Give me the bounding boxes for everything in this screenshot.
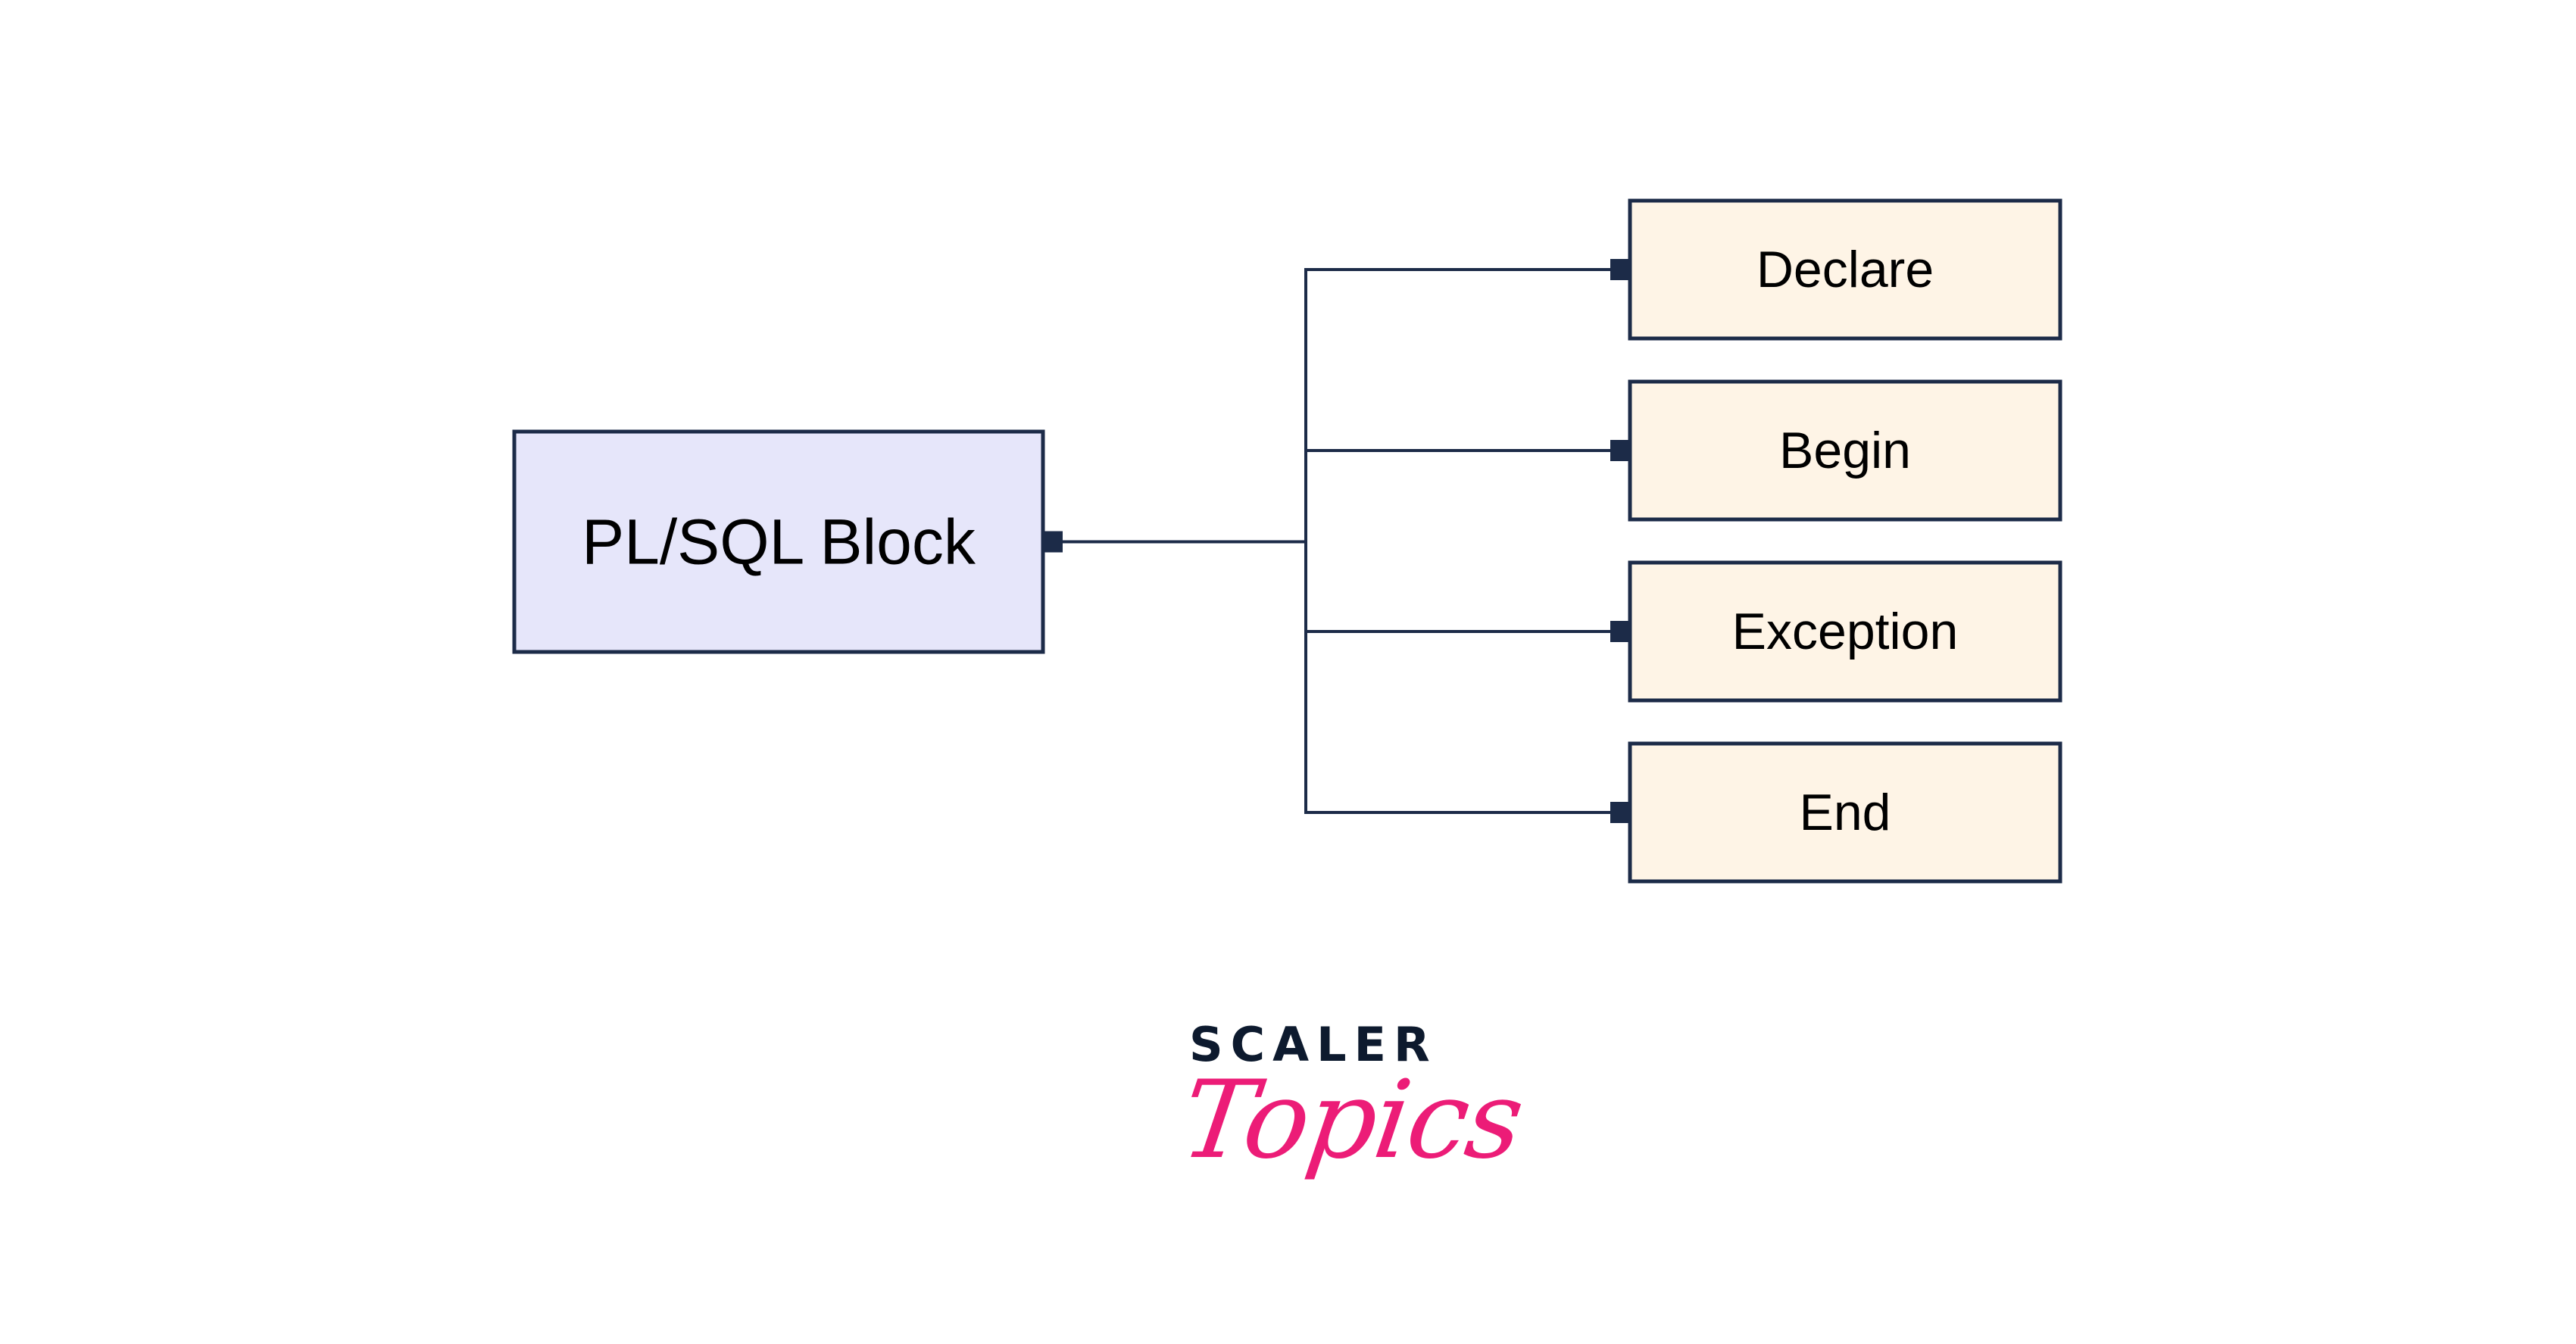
connector-port-end	[1610, 802, 1630, 823]
node-end: End	[1628, 741, 2062, 884]
node-box-plsql-block	[512, 429, 1045, 654]
node-label-end: End	[1800, 784, 1891, 841]
node-box-exception	[1628, 560, 2062, 703]
node-label-declare: Declare	[1756, 241, 1934, 298]
edges-group	[1043, 259, 1630, 823]
root-connector-port	[1043, 531, 1063, 553]
node-label-plsql-block: PL/SQL Block	[582, 507, 976, 578]
connector-port-declare	[1610, 259, 1630, 280]
node-label-begin: Begin	[1779, 422, 1911, 479]
logo-topics-text: Topics	[1174, 1058, 1530, 1183]
connector-port-exception	[1610, 621, 1630, 642]
node-box-begin	[1628, 379, 2062, 522]
node-declare: Declare	[1628, 198, 2062, 341]
node-plsql-block: PL/SQL Block	[512, 429, 1045, 654]
logo-scaler-text: SCALER	[1189, 1017, 1438, 1072]
node-box-declare	[1628, 198, 2062, 341]
node-box-end	[1628, 741, 2062, 884]
node-exception: Exception	[1628, 560, 2062, 703]
node-label-exception: Exception	[1732, 603, 1959, 660]
node-begin: Begin	[1628, 379, 2062, 522]
scaler-topics-logo: SCALER Topics	[1166, 1011, 1529, 1208]
connector-port-begin	[1610, 440, 1630, 461]
